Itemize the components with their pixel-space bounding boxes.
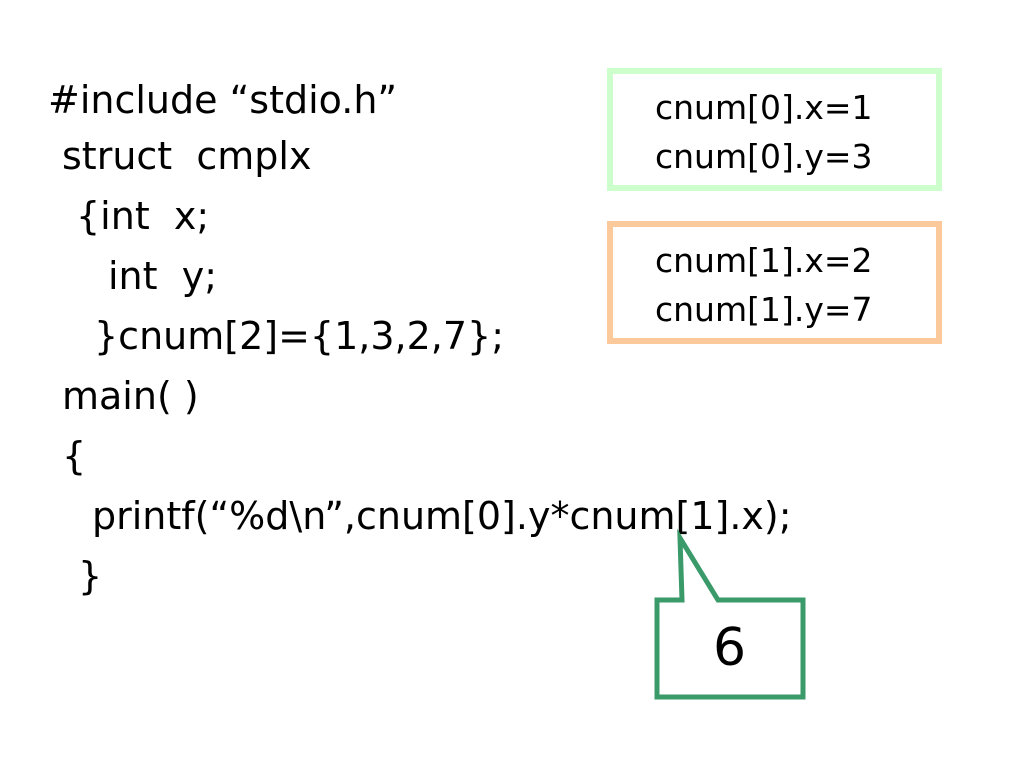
code-line-include: #include “stdio.h” bbox=[48, 78, 398, 122]
result-value: 6 bbox=[712, 618, 747, 678]
code-line-printf: printf(“%d\n”,cnum[0].y*cnum[1].x); bbox=[92, 494, 792, 538]
code-line-array-init: }cnum[2]={1,3,2,7}; bbox=[94, 314, 505, 358]
code-line-int-y: int y; bbox=[108, 254, 217, 298]
annotation-cnum1-y: cnum[1].y=7 bbox=[655, 290, 873, 329]
code-line-close-brace: } bbox=[78, 554, 103, 598]
annotation-cnum0-y: cnum[0].y=3 bbox=[655, 137, 873, 176]
code-line-open-brace: { bbox=[62, 434, 87, 478]
code-line-int-x: {int x; bbox=[76, 194, 210, 238]
annotation-cnum0-x: cnum[0].x=1 bbox=[655, 88, 873, 127]
annotation-box-cnum1: cnum[1].x=2 cnum[1].y=7 bbox=[607, 221, 942, 344]
code-line-struct: struct cmplx bbox=[62, 134, 312, 178]
annotation-box-cnum0: cnum[0].x=1 cnum[0].y=3 bbox=[607, 68, 942, 191]
annotation-cnum1-x: cnum[1].x=2 bbox=[655, 241, 873, 280]
code-line-main: main( ) bbox=[62, 374, 199, 418]
